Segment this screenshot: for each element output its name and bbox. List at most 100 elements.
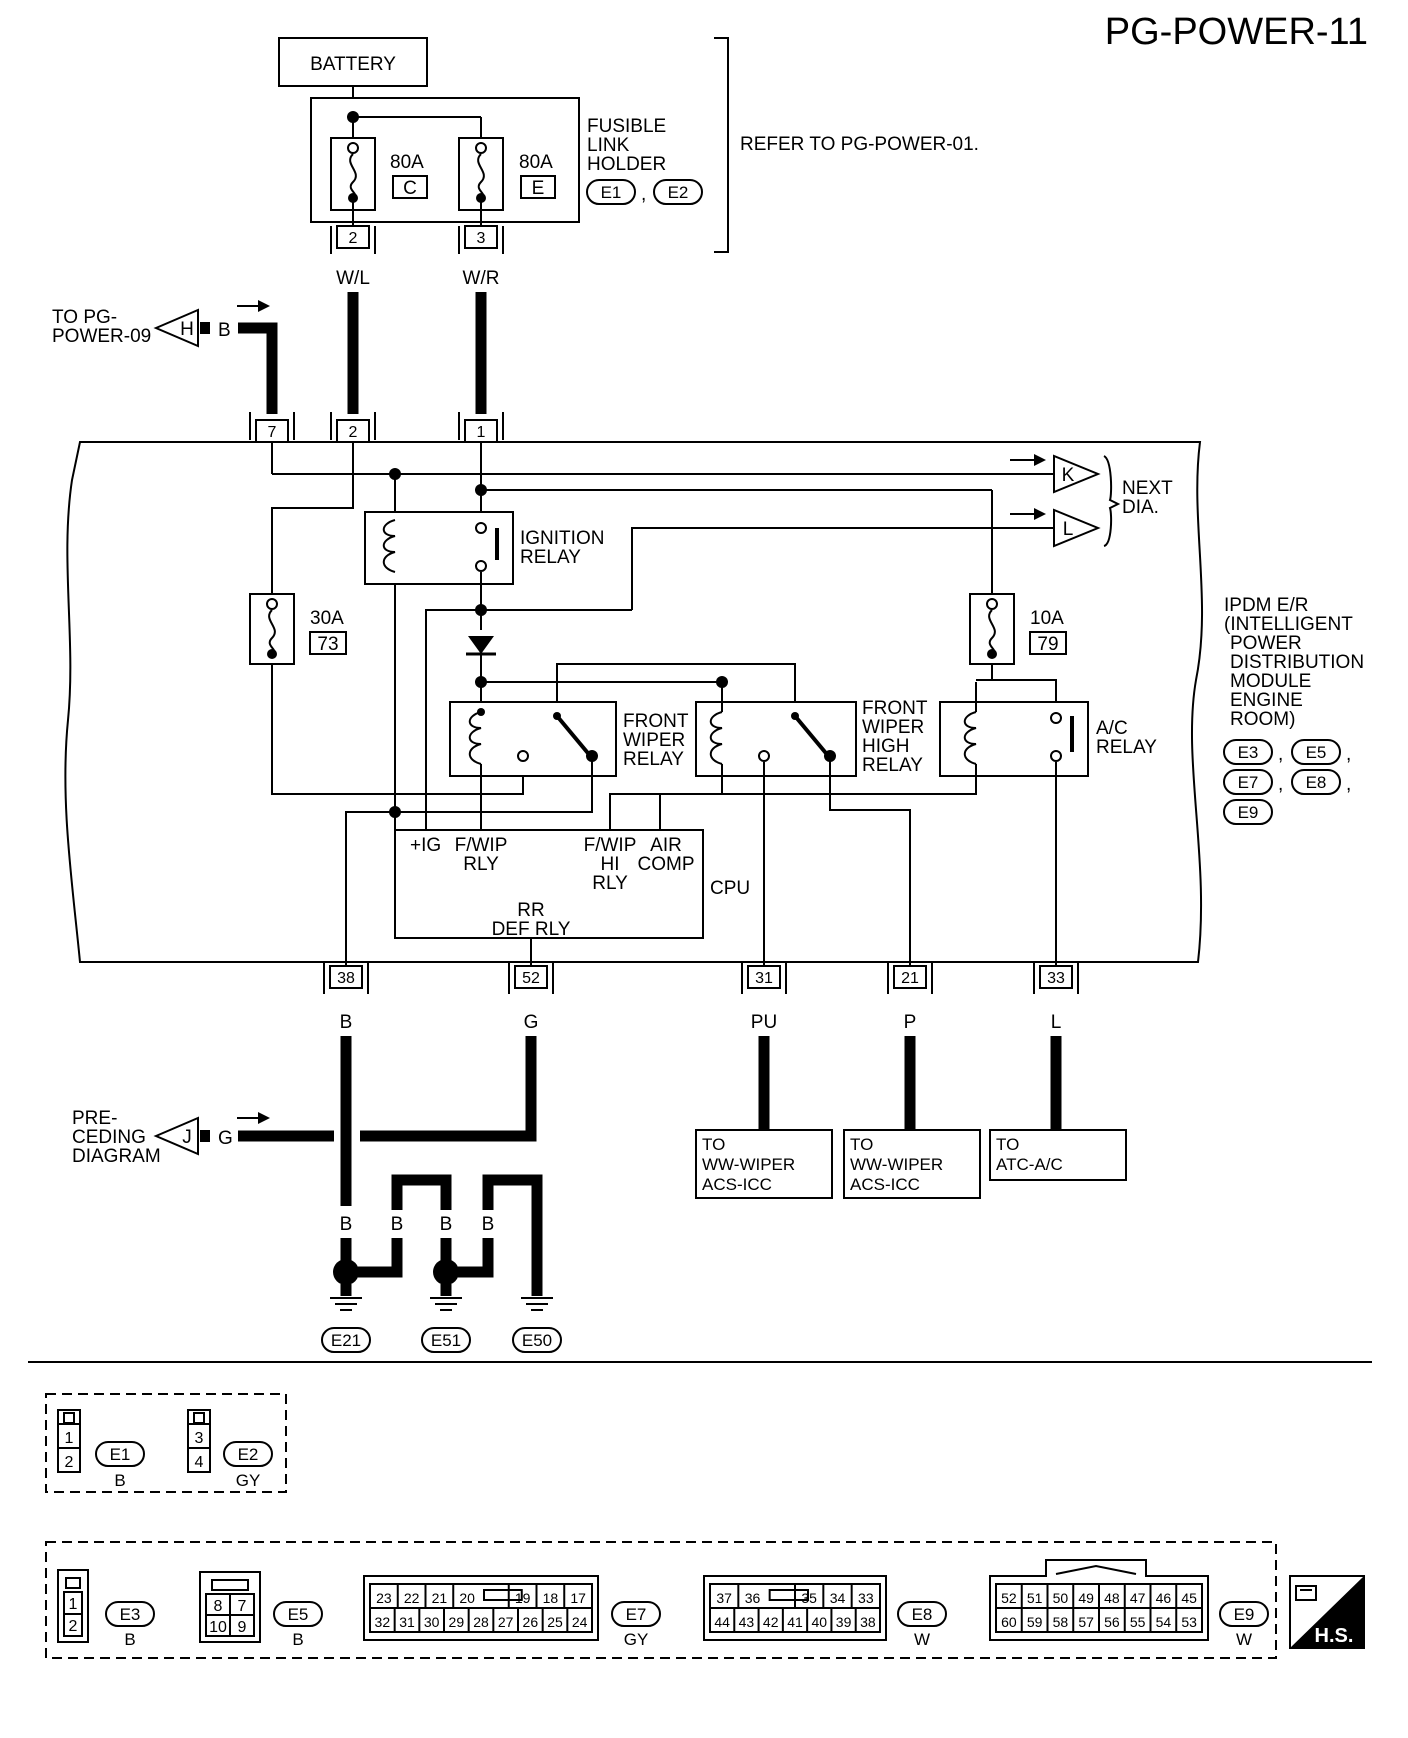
svg-text:RELAY: RELAY <box>623 749 684 770</box>
fusible-pin-3: 3 W/R <box>458 225 504 289</box>
connector-pin: 28 <box>473 1614 489 1630</box>
svg-text:,: , <box>1346 774 1351 795</box>
svg-text:PRE-: PRE- <box>72 1108 117 1129</box>
svg-text:WW-WIPER: WW-WIPER <box>850 1155 943 1174</box>
connector-pin: 41 <box>787 1614 803 1630</box>
svg-text:73: 73 <box>317 634 338 655</box>
connector-pin: 55 <box>1130 1614 1146 1630</box>
svg-text:H.S.: H.S. <box>1315 1625 1354 1647</box>
svg-text:RELAY: RELAY <box>520 547 581 568</box>
svg-text:E5: E5 <box>1306 743 1327 762</box>
connector-pin: 57 <box>1078 1614 1094 1630</box>
connector-pin: 46 <box>1156 1590 1172 1606</box>
front-wiper-high-relay: FRONT WIPER HIGH RELAY <box>695 698 928 777</box>
svg-text:HI: HI <box>601 854 620 875</box>
svg-text:P: P <box>904 1012 917 1033</box>
to-pg-power-09: TO PG- POWER-09 H B B <box>52 300 278 414</box>
connector-pin: 20 <box>459 1590 475 1606</box>
svg-text:,: , <box>1278 744 1283 765</box>
svg-text:2: 2 <box>69 1618 78 1635</box>
destination-ww-wiper-1: TO WW-WIPER ACS-ICC <box>695 1129 833 1199</box>
connector-pin: 19 <box>515 1590 531 1606</box>
svg-text:HIGH: HIGH <box>862 736 910 757</box>
svg-text:79: 79 <box>1037 634 1058 655</box>
connector-pin: 22 <box>404 1590 420 1606</box>
connector-pin: 52 <box>1001 1590 1017 1606</box>
svg-text:E2: E2 <box>238 1445 259 1464</box>
connector-pin: 33 <box>858 1590 874 1606</box>
svg-text:H: H <box>180 319 194 340</box>
svg-text:HOLDER: HOLDER <box>587 154 666 175</box>
ipdm-pin-33: 33 L <box>1033 962 1079 1033</box>
svg-text:B: B <box>292 1630 303 1649</box>
ignition-relay: IGNITION RELAY <box>364 511 604 585</box>
connector-e2: 3 4 E2 GY <box>187 1409 273 1490</box>
connector-latch <box>768 1589 810 1601</box>
svg-text:F/WIP: F/WIP <box>584 835 637 856</box>
connector-pin: 29 <box>449 1614 465 1630</box>
destination-atc-ac: TO ATC-A/C <box>989 1129 1127 1181</box>
svg-text:TO: TO <box>702 1135 725 1154</box>
svg-text:E9: E9 <box>1238 803 1259 822</box>
ipdm-pin-31: 31 PU <box>741 962 787 1033</box>
svg-text:G: G <box>218 1128 233 1149</box>
svg-text:E2: E2 <box>668 183 689 202</box>
refer-note: REFER TO PG-POWER-01. <box>740 134 979 155</box>
svg-text:80A: 80A <box>390 152 424 173</box>
svg-text:33: 33 <box>1047 970 1065 987</box>
connector-pin: 37 <box>716 1590 732 1606</box>
svg-text:E9: E9 <box>1234 1605 1255 1624</box>
svg-text:+IG: +IG <box>410 835 441 856</box>
svg-text:WIPER: WIPER <box>862 717 924 738</box>
svg-text:,: , <box>1278 774 1283 795</box>
ipdm-pin-1: 1 <box>458 412 504 443</box>
svg-text:E7: E7 <box>626 1605 647 1624</box>
svg-text:A/C: A/C <box>1096 718 1128 739</box>
ground-e21: E21 <box>321 1327 371 1353</box>
svg-text:E8: E8 <box>912 1605 933 1624</box>
svg-text:WW-WIPER: WW-WIPER <box>702 1155 795 1174</box>
svg-text:8: 8 <box>214 1598 223 1615</box>
svg-text:B: B <box>114 1471 125 1490</box>
svg-text:ATC-A/C: ATC-A/C <box>996 1155 1063 1174</box>
svg-text:E7: E7 <box>1238 773 1259 792</box>
svg-text:TO PG-: TO PG- <box>52 307 117 328</box>
connector-pin: 59 <box>1027 1614 1043 1630</box>
svg-text:W/L: W/L <box>336 268 370 289</box>
connector-pin: 25 <box>547 1614 563 1630</box>
ground-wiring: B B B B B <box>330 1174 553 1311</box>
svg-text:W: W <box>1236 1630 1252 1649</box>
svg-text:E1: E1 <box>110 1445 131 1464</box>
fuse-80a-e: 80A E <box>458 137 556 232</box>
svg-text:ENGINE: ENGINE <box>1230 690 1303 711</box>
connector-pin: 24 <box>572 1614 588 1630</box>
svg-text:1: 1 <box>69 1596 78 1613</box>
connector-pin: 32 <box>375 1614 391 1630</box>
ground-e51: E51 <box>421 1327 471 1353</box>
svg-text:IPDM E/R: IPDM E/R <box>1224 595 1308 616</box>
svg-text:DIAGRAM: DIAGRAM <box>72 1146 161 1167</box>
connector-pin: 53 <box>1181 1614 1197 1630</box>
svg-text:3: 3 <box>195 1430 204 1447</box>
connector-pin: 39 <box>836 1614 852 1630</box>
hs-badge-icon: H.S. <box>1289 1575 1365 1649</box>
svg-text:E5: E5 <box>288 1605 309 1624</box>
svg-text:WIPER: WIPER <box>623 730 685 751</box>
ipdm-pin-2: 2 <box>330 412 376 443</box>
fusible-link-holder: 80A C 80A E <box>310 97 580 232</box>
battery: BATTERY <box>278 37 428 87</box>
svg-text:GY: GY <box>236 1471 261 1490</box>
svg-text:BATTERY: BATTERY <box>310 54 396 75</box>
svg-text:80A: 80A <box>519 152 553 173</box>
cpu-label: CPU <box>710 878 750 899</box>
svg-text:,: , <box>641 184 646 205</box>
svg-text:31: 31 <box>755 970 773 987</box>
ac-relay: A/C RELAY <box>939 701 1157 777</box>
svg-text:CEDING: CEDING <box>72 1127 146 1148</box>
ipdm-pin-7: 7 <box>249 412 295 443</box>
svg-text:1: 1 <box>477 424 486 441</box>
svg-text:ROOM): ROOM) <box>1230 709 1295 730</box>
svg-text:E3: E3 <box>120 1605 141 1624</box>
